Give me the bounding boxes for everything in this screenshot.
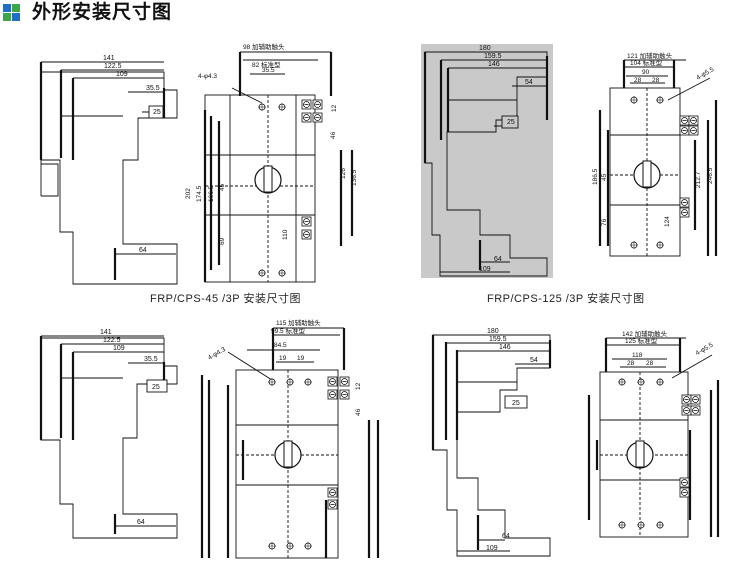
dim-118: 118	[632, 352, 643, 359]
dim-104: 104 标准型	[630, 58, 663, 67]
cps45-side-labels: 141 122.5 109 35.5 25 64	[103, 55, 161, 254]
dim-45-tr: 45	[601, 173, 608, 181]
dim-166-5: 166.5	[208, 185, 215, 202]
dim-64-br: 64	[502, 533, 510, 540]
dim-186-5: 186.5	[592, 168, 599, 185]
dim-28-b-br: 28	[646, 360, 654, 367]
cps125-side-background	[421, 44, 553, 278]
dim-35-5: 35.5	[146, 85, 160, 92]
dim-90: 90	[642, 69, 650, 76]
dim-28-a-br: 28	[627, 360, 635, 367]
br-side-view	[431, 334, 552, 557]
cps45-side-view	[39, 61, 178, 285]
dim-64-tr: 64	[494, 256, 502, 263]
dim-64: 64	[139, 247, 147, 254]
dim-124: 124	[664, 216, 671, 227]
bl-front-view	[200, 327, 380, 559]
dim-180-br: 180	[487, 328, 499, 335]
br-front-view	[587, 337, 720, 538]
dim-246-5: 246.5	[707, 167, 714, 184]
dim-146: 146	[488, 61, 500, 68]
dim-109-br: 109	[486, 545, 498, 552]
page-header: 外形安装尺寸图	[0, 0, 729, 26]
logo-icon	[3, 4, 21, 22]
cps125-front-view	[598, 59, 718, 257]
dim-46-bl: 46	[355, 408, 362, 416]
dim-122-5: 122.5	[104, 63, 122, 70]
dim-84-5: 84.5	[274, 342, 287, 349]
dim-35-5-front: 35.5	[262, 67, 275, 74]
dim-146-br: 146	[499, 344, 511, 351]
caption-cps45: FRP/CPS-45 /3P 安装尺寸图	[150, 293, 301, 305]
dim-159-5: 159.5	[484, 53, 502, 60]
dim-45: 45	[219, 183, 226, 191]
dim-109-bl: 109	[113, 345, 125, 352]
dim-19-b: 19	[297, 355, 305, 362]
dim-25-tr: 25	[507, 119, 515, 126]
cps125-front-labels: 121 加辅助触头 104 标准型 90 28 28 4-φ5.5 186.5 …	[592, 51, 716, 227]
dim-212-7: 212.7	[695, 171, 702, 188]
dim-69: 69	[219, 237, 226, 245]
br-side-labels: 180 159.5 146 54 25 64 109	[486, 328, 538, 552]
dim-25-br: 25	[512, 400, 520, 407]
dim-46: 46	[330, 131, 337, 139]
dim-125: 125 标准型	[625, 336, 658, 345]
dim-25-bl: 25	[152, 384, 160, 391]
dim-12-bl: 12	[355, 382, 362, 390]
dim-82: 82 标准型	[252, 60, 281, 69]
dim-159-5-br: 159.5	[489, 336, 507, 343]
dim-64-bl: 64	[137, 519, 145, 526]
dim-99-5: 99.5 标准型	[271, 326, 305, 335]
dim-4-phi-5-5: 4-φ5.5	[695, 66, 715, 82]
cps125-side-view	[423, 51, 549, 277]
dim-54-br: 54	[530, 357, 538, 364]
cps45-front-view	[203, 51, 354, 283]
dim-136-5: 136.5	[351, 169, 358, 186]
dim-19-a: 19	[279, 355, 287, 362]
page-title: 外形安装尺寸图	[32, 2, 173, 23]
dim-142: 142 加辅助触头	[622, 329, 668, 338]
caption-cps125: FRP/CPS-125 /3P 安装尺寸图	[487, 293, 645, 305]
dim-115: 115 加辅助触头	[276, 318, 321, 327]
dim-28-b: 28	[652, 77, 660, 84]
dim-76: 76	[601, 218, 608, 226]
bl-side-view	[39, 335, 178, 539]
bl-front-labels: 115 加辅助触头 99.5 标准型 84.5 19 19 4-φ4.3 12 …	[207, 318, 362, 416]
cps45-front-labels: 98 加辅助触头 82 标准型 35.5 4-φ4.3 12 46 126 13…	[185, 42, 358, 245]
cps125-side-labels: 180 159.5 146 54 25 64 109	[479, 45, 533, 273]
dim-121: 121 加辅助触头	[627, 51, 673, 60]
dim-4-phi-4-3-bl: 4-φ4.3	[207, 346, 227, 362]
dim-25: 25	[153, 109, 161, 116]
dim-109: 109	[116, 71, 128, 78]
dim-28-a: 28	[634, 77, 642, 84]
dim-54: 54	[525, 79, 533, 86]
dim-141: 141	[103, 55, 115, 62]
dim-141-bl: 141	[100, 329, 112, 336]
dim-202: 202	[185, 188, 192, 199]
dim-110: 110	[282, 229, 289, 240]
dim-12: 12	[331, 104, 338, 112]
dim-126: 126	[340, 168, 347, 179]
dim-4-phi-4-3: 4-φ4.3	[198, 73, 217, 80]
dim-35-5-bl: 35.5	[144, 356, 158, 363]
dim-109-tr: 109	[479, 266, 491, 273]
dim-98: 98 加辅助触头	[243, 42, 285, 51]
bl-side-labels: 141 122.5 109 35.5 25 64	[100, 329, 160, 526]
dim-122-5-bl: 122.5	[103, 337, 121, 344]
dim-180: 180	[479, 45, 491, 52]
dim-174-5: 174.5	[196, 185, 203, 202]
